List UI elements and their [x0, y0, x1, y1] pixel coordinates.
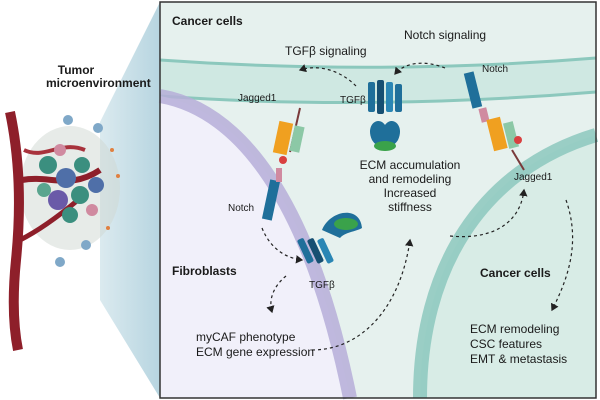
arrow-tgfb-signaling — [298, 64, 357, 87]
signaling-arrows — [261, 62, 574, 351]
right-cancer-cell — [420, 135, 596, 398]
arrow-to-mycaf — [266, 275, 287, 314]
tumor-title: Tumor microenvironment — [46, 63, 151, 90]
tgfb-signaling-label: TGFβ signaling — [285, 44, 367, 58]
ecm-line3: Increased — [383, 186, 437, 200]
ecm-line2: and remodeling — [368, 172, 452, 186]
tgfb-receptor-top — [368, 80, 402, 151]
jagged1-top-label: Jagged1 — [238, 93, 277, 104]
tgfb-top-label: TGFβ — [340, 95, 366, 106]
jagged1-ligand-top — [272, 107, 305, 164]
panel-border — [159, 1, 597, 399]
right-cell-title: Cancer cells — [480, 266, 551, 280]
outcome-csc-features: CSC features — [470, 337, 543, 351]
outcome-ecm-remodeling: ECM remodeling — [470, 322, 560, 336]
arrow-ecm-to-jagged — [449, 188, 528, 238]
fibroblast-membrane — [158, 89, 357, 400]
ecm-text: ECM accumulation and remodeling Increase… — [345, 158, 475, 214]
zoom-funnel — [100, 2, 160, 398]
fibroblasts-label: Fibroblasts — [172, 264, 237, 278]
notch-left-label: Notch — [228, 203, 255, 214]
outcome-emt-metastasis: EMT & metastasis — [470, 352, 568, 366]
blood-vessel — [5, 110, 24, 351]
tgfb-receptor-fibroblast — [297, 212, 362, 264]
right-cell-membrane — [413, 128, 599, 399]
fibroblast-cell — [160, 96, 350, 398]
jagged1-right-label: Jagged1 — [514, 172, 553, 183]
top-cell-membrane — [160, 58, 596, 103]
notch-receptor-left — [261, 168, 282, 221]
notch-right-label: Notch — [482, 64, 509, 75]
arrow-notch-signaling — [394, 62, 446, 75]
tumor-illustration — [5, 110, 120, 351]
outcomes-list: ECM remodeling CSC features EMT & metast… — [470, 322, 567, 367]
ecm-line4: stiffness — [388, 200, 432, 214]
tumor-title-line1: Tumor — [57, 63, 95, 77]
ecm-line1: ECM accumulation — [359, 158, 461, 172]
arrow-to-outcomes — [551, 199, 574, 312]
tumor-title-line2: microenvironment — [46, 76, 151, 90]
mycaf-text: myCAF phenotype ECM gene expression — [196, 330, 314, 360]
arrow-notch-to-tgfb — [261, 227, 304, 264]
mycaf-line1: myCAF phenotype — [196, 330, 296, 344]
top-cell-title: Cancer cells — [172, 14, 243, 28]
notch-signaling-label: Notch signaling — [404, 28, 487, 42]
notch-jagged-right — [463, 71, 525, 171]
mycaf-line2: ECM gene expression — [196, 345, 315, 359]
tgfb-lower-label: TGFβ — [309, 280, 335, 291]
